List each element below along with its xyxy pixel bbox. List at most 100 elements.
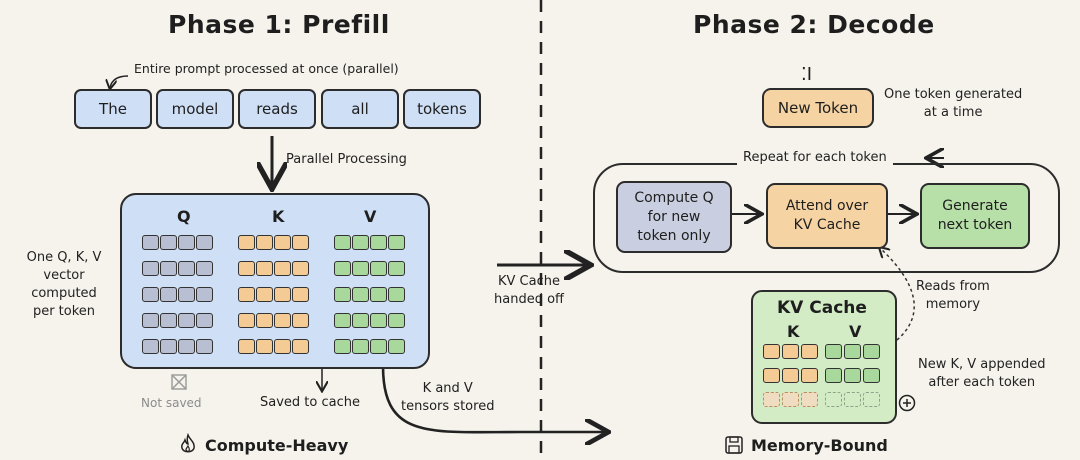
kv-k-cell <box>801 344 818 359</box>
kv-cache-title: KV Cache <box>777 298 867 318</box>
q-cell <box>142 261 159 276</box>
kv-cache-block: KV Cache K V <box>751 290 897 424</box>
text-cursor-icon: ⁚I <box>801 64 813 85</box>
plus-circle-icon <box>898 394 916 412</box>
k-cell <box>238 287 255 302</box>
kv-k-cell-pending <box>782 392 799 407</box>
kv-cache-v-header: V <box>849 322 862 341</box>
q-cell <box>160 339 177 354</box>
kv-v-cell-pending <box>825 392 842 407</box>
kv-k-cell <box>763 368 780 383</box>
token-the: The <box>74 89 152 129</box>
k-header: K <box>272 207 285 226</box>
v-header: V <box>364 207 377 226</box>
q-header: Q <box>177 207 191 226</box>
qkv-matrix-block: Q K V <box>120 193 430 369</box>
reads-memory-arrow <box>880 248 915 341</box>
phase2-title: Phase 2: Decode <box>693 10 935 39</box>
kv-v-cell <box>825 368 842 383</box>
v-cell <box>370 313 387 328</box>
v-cell <box>352 235 369 250</box>
k-cell <box>256 261 273 276</box>
q-cell <box>178 339 195 354</box>
kv-v-cell-pending <box>863 392 880 407</box>
q-cell <box>142 313 159 328</box>
k-cell <box>292 287 309 302</box>
kv-k-cell <box>782 344 799 359</box>
v-cell <box>352 287 369 302</box>
v-cell <box>334 287 351 302</box>
k-cell <box>256 235 273 250</box>
q-cell <box>160 287 177 302</box>
v-cell <box>334 261 351 276</box>
prompt-note: Entire prompt processed at once (paralle… <box>134 61 399 76</box>
v-cell <box>334 313 351 328</box>
v-cell <box>388 339 405 354</box>
kv-k-cell-pending <box>763 392 780 407</box>
kv-k-cell <box>763 344 780 359</box>
k-cell <box>256 313 273 328</box>
k-cell <box>238 339 255 354</box>
v-cell <box>352 261 369 276</box>
q-cell <box>196 339 213 354</box>
k-cell <box>292 261 309 276</box>
v-cell <box>352 339 369 354</box>
kv-k-cell-pending <box>801 392 818 407</box>
kv-v-cell-pending <box>844 392 861 407</box>
kv-stored-label: K and V tensors stored <box>401 381 495 414</box>
qkv-side-note: One Q, K, V vector computed per token <box>26 250 102 319</box>
k-cell <box>238 235 255 250</box>
token-reads: reads <box>238 89 316 129</box>
v-cell <box>388 261 405 276</box>
new-token-note: One token generated at a time <box>884 87 1023 120</box>
q-cell <box>178 313 195 328</box>
v-cell <box>388 287 405 302</box>
q-cell <box>196 235 213 250</box>
append-note: New K, V appended after each token <box>918 357 1046 390</box>
kv-v-cell <box>863 368 880 383</box>
k-cell <box>238 261 255 276</box>
reads-memory-label: Reads from memory <box>916 279 990 312</box>
kv-v-cell <box>825 344 842 359</box>
v-cell <box>370 339 387 354</box>
token-model: model <box>156 89 234 129</box>
crossed-box-icon <box>171 374 187 390</box>
q-cell <box>142 339 159 354</box>
v-cell <box>388 235 405 250</box>
not-saved-label: Not saved <box>141 396 202 410</box>
k-cell <box>274 261 291 276</box>
q-cell <box>142 287 159 302</box>
k-cell <box>238 313 255 328</box>
k-cell <box>274 287 291 302</box>
kv-v-cell <box>844 344 861 359</box>
kv-v-cell <box>844 368 861 383</box>
q-cell <box>142 235 159 250</box>
q-cell <box>160 235 177 250</box>
generate-token-box: Generate next token <box>920 183 1030 249</box>
memory-bound-label: Memory-Bound <box>751 436 888 455</box>
q-cell <box>196 287 213 302</box>
floppy-disk-icon <box>725 436 743 454</box>
v-cell <box>370 235 387 250</box>
kv-k-cell <box>782 368 799 383</box>
handoff-label: KV Cache handed off <box>494 274 564 307</box>
repeat-label: Repeat for each token <box>737 149 893 166</box>
compute-q-box: Compute Q for new token only <box>616 181 732 253</box>
q-cell <box>178 287 195 302</box>
v-cell <box>370 287 387 302</box>
k-cell <box>292 339 309 354</box>
q-cell <box>160 313 177 328</box>
kv-cache-k-header: K <box>787 322 800 341</box>
k-cell <box>274 235 291 250</box>
kv-v-cell <box>863 344 880 359</box>
q-cell <box>160 261 177 276</box>
compute-heavy-label: Compute-Heavy <box>205 436 349 455</box>
token-all: all <box>321 89 399 129</box>
phase1-title: Phase 1: Prefill <box>168 10 390 39</box>
v-cell <box>370 261 387 276</box>
token-tokens: tokens <box>403 89 481 129</box>
k-cell <box>274 339 291 354</box>
k-cell <box>274 313 291 328</box>
kv-k-cell <box>801 368 818 383</box>
fire-icon <box>181 433 195 453</box>
